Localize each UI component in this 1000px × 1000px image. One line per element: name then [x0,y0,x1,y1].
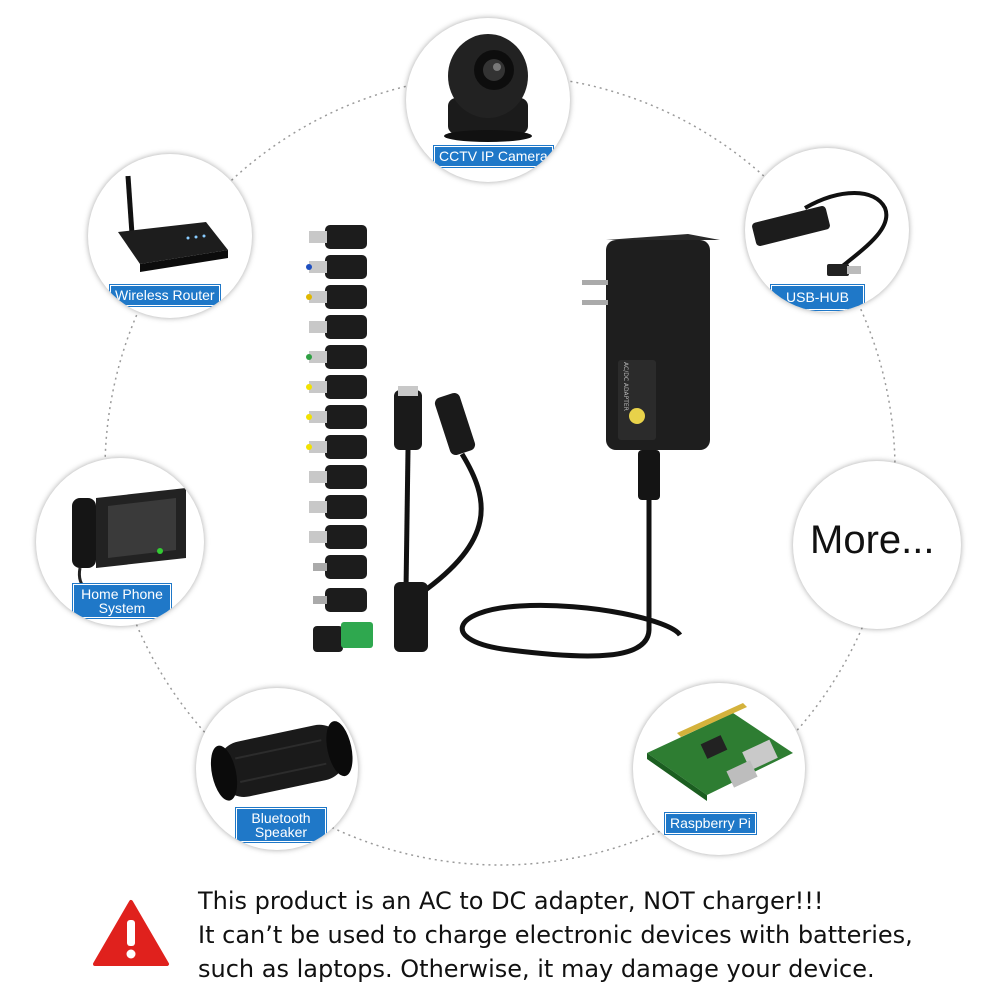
warning-line-2: It can’t be used to charge electronic de… [198,921,913,949]
wireless-router-label: Wireless Router [110,285,220,306]
usb-hub-label: USB-HUB [771,285,865,310]
warning-line-1: This product is an AC to DC adapter, NOT… [198,887,824,915]
ac-dc-adapter-product: AC/DC ADAPTER [306,225,720,659]
usb-hub-icon [752,191,889,276]
raspberry-pi-bubble: Raspberry Pi [633,683,805,855]
warning-line-3: such as laptops. Otherwise, it may damag… [198,955,875,983]
connector-tips-icon [306,225,373,652]
y-splitter-cable-icon [394,386,484,652]
home-phone-label-line2: System [98,600,146,616]
more-text: More... [810,518,935,562]
bluetooth-speaker-label-line1: Bluetooth [251,810,311,826]
bluetooth-speaker-label-line2: Speaker [254,824,308,840]
warning-triangle-icon [93,900,169,966]
home-phone-bubble: Home Phone System [36,458,204,626]
home-phone-label-line1: Home Phone [81,586,163,602]
wireless-router-bubble: Wireless Router [88,154,252,318]
wireless-router-icon [118,175,228,272]
bluetooth-speaker-label: Bluetooth Speaker [236,808,326,842]
bluetooth-speaker-bubble: Bluetooth Speaker [196,688,358,850]
warning-notice: This product is an AC to DC adapter, NOT… [198,884,978,986]
raspberry-pi-label: Raspberry Pi [665,813,756,834]
cctv-camera-icon [444,34,532,142]
adapter-housing-text: AC/DC ADAPTER [622,362,629,411]
cctv-camera-bubble: CCTV IP Camera [406,18,570,182]
usb-hub-bubble: USB-HUB [745,148,909,312]
more-bubble [793,461,961,629]
bluetooth-speaker-icon [210,721,353,801]
raspberry-pi-board-icon [647,703,793,801]
cctv-camera-label: CCTV IP Camera [434,146,553,167]
ac-dc-adapter-icon: AC/DC ADAPTER [460,234,720,659]
home-phone-label: Home Phone System [73,584,171,618]
